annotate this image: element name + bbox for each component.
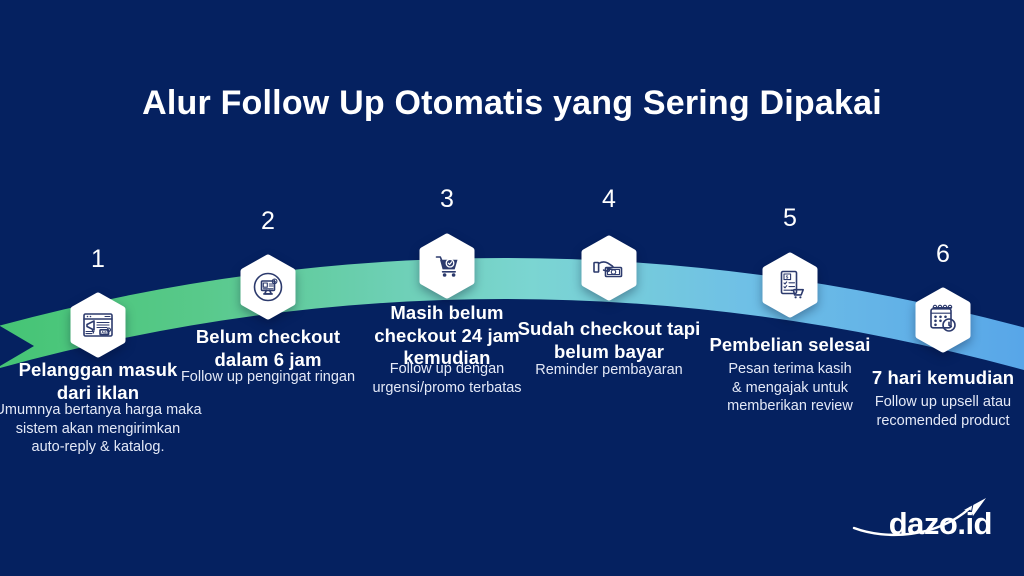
step-description: Umumnya bertanya harga maka sistem akan … [0, 402, 202, 456]
step-title: Pelanggan masuk dari iklan [18, 359, 178, 403]
step-title: 7 hari kemudian [871, 367, 1015, 388]
step-number: 1 [91, 245, 105, 273]
step-description: Follow up pengingat ringan [180, 369, 356, 385]
step-number: 5 [783, 204, 797, 232]
step-number: 6 [936, 240, 950, 268]
invoice-cart-icon: $ [762, 252, 818, 318]
calendar-clock-icon [915, 287, 971, 353]
step-title: Pembelian selesai [709, 334, 871, 355]
step-number: 2 [261, 207, 275, 235]
svg-text:Ads: Ads [101, 331, 108, 335]
brand-logo: dazo.id [852, 492, 993, 546]
step-hexagon [418, 233, 476, 299]
cart-check-icon [419, 233, 475, 299]
step-hexagon [580, 235, 638, 301]
step-number: 3 [440, 185, 454, 213]
step-hexagon [239, 254, 297, 320]
logo-text: dazo.id [888, 506, 993, 541]
arc-band-path [0, 258, 1024, 371]
step-title: Sudah checkout tapi belum bayar [517, 318, 701, 362]
svg-text:$: $ [786, 275, 789, 280]
step-hexagon: $ [761, 252, 819, 318]
monitor-reminder-icon [240, 254, 296, 320]
step-title: Belum checkout dalam 6 jam [195, 326, 341, 370]
step-description: Follow up upsell atau recomended product [874, 394, 1012, 429]
step-title: Masih belum checkout 24 jam kemudian [374, 302, 520, 369]
ads-browser-icon: Ads [70, 292, 126, 358]
hand-payment-icon [581, 235, 637, 301]
step-hexagon: Ads [69, 292, 127, 358]
step-number: 4 [602, 185, 616, 213]
step-description: Pesan terima kasih & mengajak untuk memb… [727, 361, 853, 415]
step-description: Reminder pembayaran [535, 362, 683, 378]
step-description: Follow up dengan urgensi/promo terbatas [372, 361, 522, 396]
page-title: Alur Follow Up Otomatis yang Sering Dipa… [142, 84, 882, 122]
logo-swoosh-plane-icon [852, 498, 986, 537]
band-start-notch [0, 326, 34, 366]
step-hexagon [914, 287, 972, 353]
